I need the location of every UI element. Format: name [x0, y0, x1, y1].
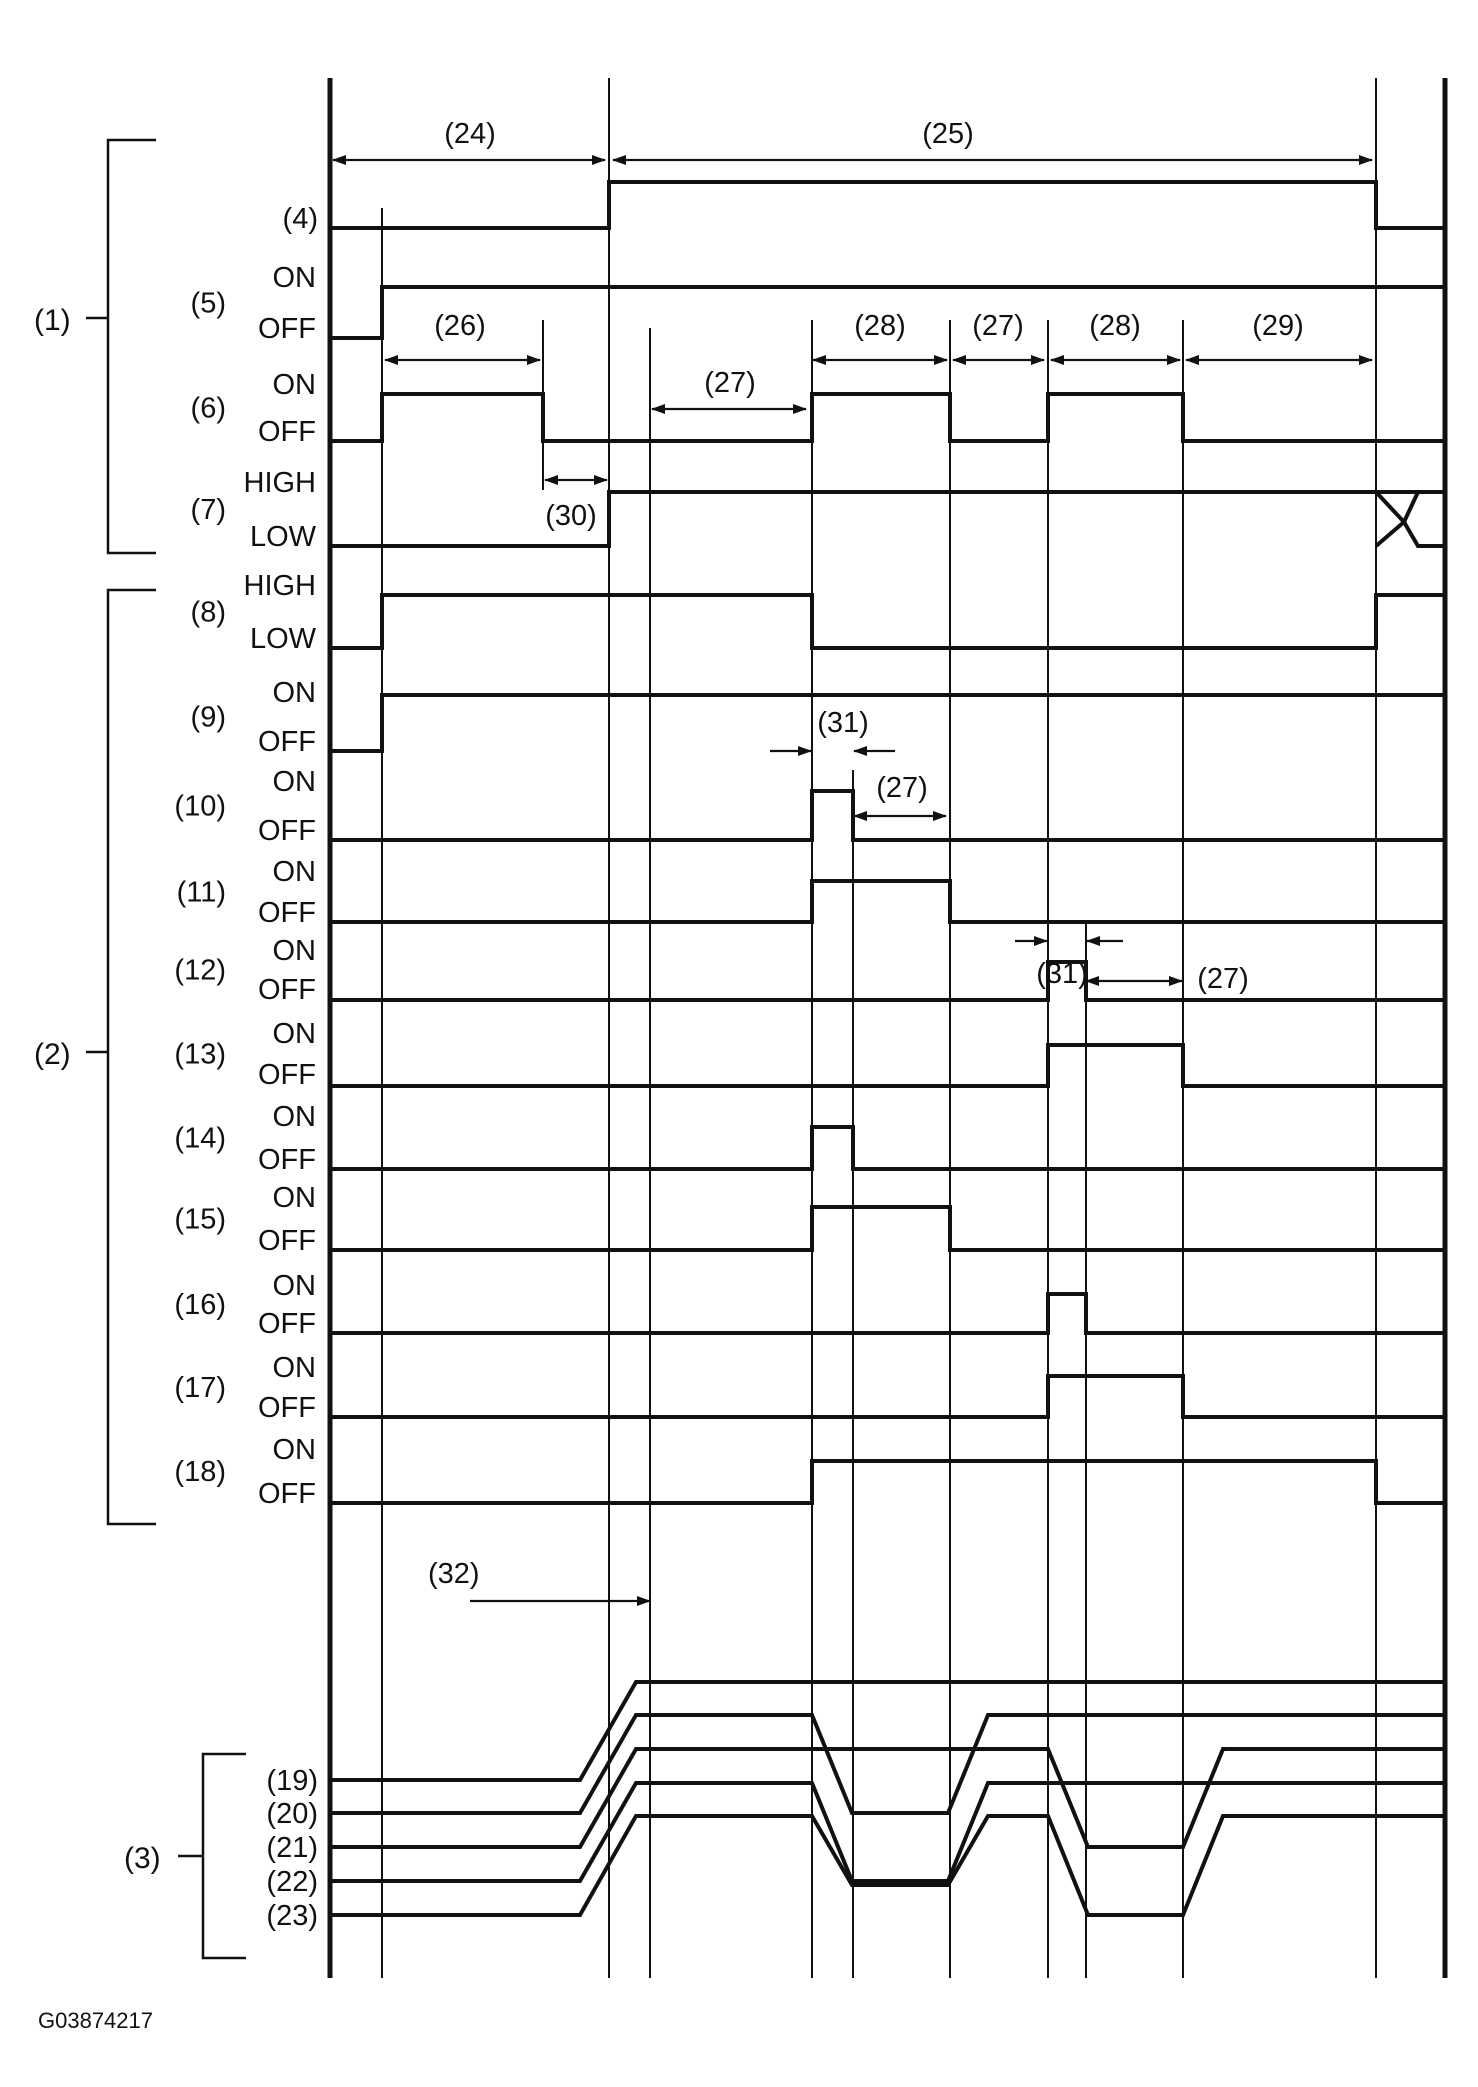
signal-14-high-label: ON [273, 1101, 317, 1133]
signal-label-18: (18) [174, 1456, 226, 1488]
signal-6-high-label: ON [273, 369, 317, 401]
signal-9-high-label: ON [273, 677, 317, 709]
waveform-14 [330, 1125, 1445, 1171]
bus-label-23: (23) [266, 1900, 318, 1932]
signal-15-high-label: ON [273, 1182, 317, 1214]
waveform-15 [330, 1205, 1445, 1252]
waveform-18 [330, 1459, 1445, 1505]
signal-label-9: (9) [191, 702, 226, 734]
output-bus-waveforms [330, 1680, 1445, 1917]
waveform-4 [330, 180, 1445, 230]
group-3-bracket [201, 1752, 246, 1960]
waveform-17 [330, 1374, 1445, 1419]
interval-label-10: (31) [817, 707, 869, 739]
bus-line-20 [330, 1713, 1445, 1815]
signal-12-high-label: ON [273, 935, 317, 967]
interval-label-9: (30) [545, 500, 597, 532]
interval-label-13: (27) [1197, 963, 1249, 995]
signal-5-high-label: ON [273, 262, 317, 294]
interval-label-3: (26) [434, 310, 486, 342]
signal-15-low-label: OFF [258, 1225, 316, 1257]
signal-5-low-label: OFF [258, 313, 316, 345]
signal-label-11: (11) [177, 877, 226, 909]
waveform-16 [330, 1292, 1445, 1335]
group-label-2: (2) [34, 1038, 71, 1071]
bus-line-22 [330, 1781, 1445, 1883]
bus-label-19: (19) [266, 1765, 318, 1797]
waveform-7-crossover [1374, 490, 1445, 548]
waveform-9 [330, 693, 1445, 753]
interval-label-5: (28) [854, 310, 906, 342]
signal-16-low-label: OFF [258, 1308, 316, 1340]
time-reference-lines [381, 78, 1377, 1978]
figure-code: G03874217 [38, 2008, 153, 2033]
waveform-8 [330, 593, 1445, 650]
interval-label-8: (29) [1252, 310, 1304, 342]
signal-12-low-label: OFF [258, 974, 316, 1006]
signal-label-7: (7) [191, 494, 226, 526]
bus-labels: (19)(20)(21)(22)(23) [266, 1765, 318, 1932]
bus-line-21 [330, 1747, 1445, 1849]
group-label-1: (1) [34, 304, 71, 337]
signal-18-high-label: ON [273, 1434, 317, 1466]
signal-label-6: (6) [191, 393, 226, 425]
group-1-bracket [106, 138, 156, 555]
signal-label-15: (15) [174, 1204, 226, 1236]
signal-labels: (4) (5) ON OFF (6) ON OFF (7) HIGH LOW (8) HIGH LOW (… [174, 203, 318, 1510]
signal-17-high-label: ON [273, 1352, 317, 1384]
waveform-10 [330, 789, 1445, 842]
signal-6-low-label: OFF [258, 416, 316, 448]
interval-label-4: (27) [704, 367, 756, 399]
interval-label-1: (24) [444, 118, 496, 150]
waveform-13 [330, 1043, 1445, 1088]
interval-label-11: (27) [876, 772, 928, 804]
signal-label-8: (8) [191, 597, 226, 629]
pointer-32-label: (32) [428, 1558, 480, 1590]
signal-16-high-label: ON [273, 1270, 317, 1302]
signal-10-low-label: OFF [258, 815, 316, 847]
bus-line-23 [330, 1814, 1445, 1917]
signal-17-low-label: OFF [258, 1392, 316, 1424]
waveform-11 [330, 879, 1445, 924]
waveform-6 [330, 392, 1445, 443]
signal-label-12: (12) [174, 955, 226, 987]
waveform-7 [330, 490, 1445, 548]
interval-label-2: (25) [922, 118, 974, 150]
signal-7-high-label: HIGH [244, 467, 317, 499]
bus-label-20: (20) [266, 1798, 318, 1830]
signal-13-low-label: OFF [258, 1059, 316, 1091]
waveform-12 [330, 960, 1445, 1002]
signal-9-low-label: OFF [258, 726, 316, 758]
group-label-3: (3) [124, 1842, 161, 1875]
interval-annotations: (24) (25) (26) (27) (28) (27) (28) (29) (30) (31)… [332, 118, 1373, 995]
signal-14-low-label: OFF [258, 1144, 316, 1176]
signal-label-4: (4) [283, 203, 318, 235]
bus-label-22: (22) [266, 1866, 318, 1898]
signal-13-high-label: ON [273, 1018, 317, 1050]
signal-8-low-label: LOW [250, 623, 317, 655]
signal-11-low-label: OFF [258, 897, 316, 929]
signal-label-14: (14) [174, 1123, 226, 1155]
group-2-bracket [106, 588, 156, 1526]
signal-label-13: (13) [174, 1039, 226, 1071]
bus-label-21: (21) [266, 1832, 318, 1864]
signal-11-high-label: ON [273, 856, 317, 888]
waveform-5 [330, 285, 1445, 340]
interval-label-6: (27) [972, 310, 1024, 342]
signal-10-high-label: ON [273, 766, 317, 798]
signal-18-low-label: OFF [258, 1478, 316, 1510]
interval-label-7: (28) [1089, 310, 1141, 342]
signal-8-high-label: HIGH [244, 570, 317, 602]
signal-label-16: (16) [174, 1289, 226, 1321]
bus-line-19 [330, 1680, 1445, 1782]
signal-label-5: (5) [191, 288, 226, 320]
interval-label-12: (31) [1036, 958, 1088, 990]
signal-label-10: (10) [174, 791, 226, 823]
signal-7-low-label: LOW [250, 521, 317, 553]
waveforms [330, 180, 1445, 1505]
signal-label-17: (17) [174, 1372, 226, 1404]
